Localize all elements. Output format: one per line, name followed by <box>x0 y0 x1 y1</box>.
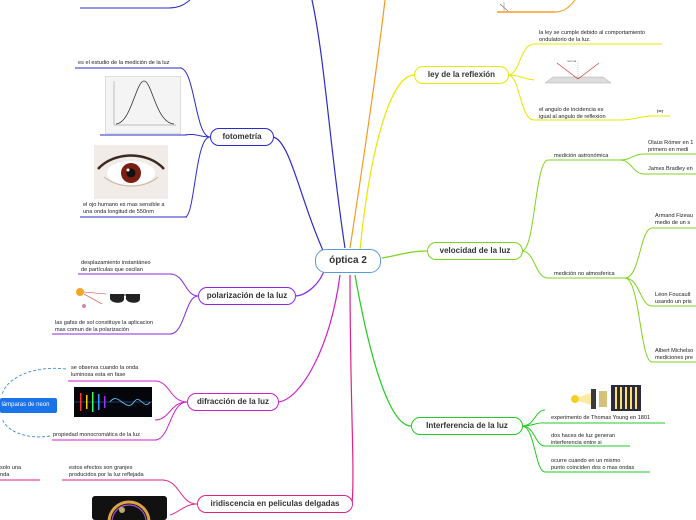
iridiscencia-fact-1: estos efectos son granjes producidos por… <box>69 465 144 478</box>
topic-iridiscencia[interactable]: iridiscencia en peliculas delgadas <box>197 495 353 513</box>
topic-reflexion[interactable]: ley de la reflexión <box>414 66 509 84</box>
interferencia-fact-2: dos haces de luz generan interferencia e… <box>551 433 616 446</box>
top-partial-image-left <box>82 0 170 7</box>
connector-interferencia <box>354 274 412 427</box>
connector-top-orange <box>349 0 386 249</box>
velocidad-no-atmo-label: medición no atmosferica <box>554 271 615 277</box>
topic-difraccion[interactable]: difracción de la luz <box>187 393 279 411</box>
connector-difraccion <box>277 274 341 403</box>
reflection-diagram-image: normal <box>541 57 615 89</box>
connector-iridiscencia <box>349 274 354 505</box>
example-neon-lamps[interactable]: lámparas de neon <box>0 398 57 413</box>
topic-velocidad[interactable]: velocidad de la luz <box>427 242 523 260</box>
topic-fotometria[interactable]: fotometría <box>210 128 274 146</box>
polarizacion-fact-1: desplazamiento instantáneo de partículas… <box>81 260 151 273</box>
interferencia-fact-1: experimento de Thomas Young en 1801 <box>551 415 651 421</box>
connector-velocidad <box>381 250 428 259</box>
connector-polarizacion <box>294 267 326 297</box>
central-topic-label: óptica 2 <box>329 255 367 266</box>
connector-reflexion <box>359 74 415 251</box>
young-experiment-image <box>567 381 643 413</box>
svg-text:normal: normal <box>567 59 577 63</box>
velocidad-astro-label: medición astronómica <box>554 153 609 159</box>
velocidad-no-atmo-item-2: Léon Foucault usando un pris <box>655 292 692 305</box>
fotometria-definition: es el estudio de la medición de la luz <box>78 60 170 66</box>
reflexion-formula: i=r <box>657 109 664 115</box>
topic-difraccion-label: difracción de la luz <box>196 397 269 406</box>
interferencia-fact-3: ocurre cuando en un mismo punto coincide… <box>551 458 635 471</box>
reflexion-fact-2: el angulo de incidencia es igual al angu… <box>539 107 606 120</box>
central-topic[interactable]: óptica 2 <box>315 249 381 273</box>
reflexion-fact-1: la ley se cumple debido al comportamient… <box>539 30 646 43</box>
difraccion-fact-1: se observa cuando la onda luminosa esta … <box>71 365 139 378</box>
velocidad-astro-item-2: James Bradley en <box>648 166 693 172</box>
topic-reflexion-label: ley de la reflexión <box>427 70 496 79</box>
topic-iridiscencia-label: iridiscencia en peliculas delgadas <box>210 499 340 508</box>
eye-image <box>94 145 168 199</box>
connector-fotometria <box>272 136 326 256</box>
sunglasses-image <box>72 280 150 316</box>
connector-top-blue <box>311 0 346 249</box>
fotometria-eye-fact: el ojo humano es mas sensible a una onda… <box>83 202 165 215</box>
top-partial-image-right <box>494 0 554 11</box>
topic-interferencia-label: Interferencia de la luz <box>426 421 508 430</box>
bubble-image <box>92 496 167 520</box>
velocidad-astro-item-1: Olaüs Römer en 1 primero en medi <box>648 140 694 153</box>
velocidad-no-atmo-item-1: Armand Fizeau medio de un s <box>655 213 693 226</box>
topic-interferencia[interactable]: Interferencia de la luz <box>411 417 523 435</box>
topic-polarizacion[interactable]: polarización de la luz <box>198 287 296 305</box>
iridiscencia-partial-text: solo una nda <box>0 465 22 478</box>
difraccion-fact-2: propiedad monocromática de la luz <box>53 432 141 438</box>
spectrum-image <box>74 387 152 417</box>
topic-velocidad-label: velocidad de la luz <box>439 246 511 255</box>
polarizacion-fact-2: las gafas de sol constituye la aplicacio… <box>55 320 153 333</box>
topic-fotometria-label: fotometría <box>222 132 262 141</box>
gaussian-graph-image <box>105 76 181 134</box>
velocidad-no-atmo-item-3: Albert Michelso mediciones pre <box>655 348 694 361</box>
topic-polarizacion-label: polarización de la luz <box>206 291 288 300</box>
